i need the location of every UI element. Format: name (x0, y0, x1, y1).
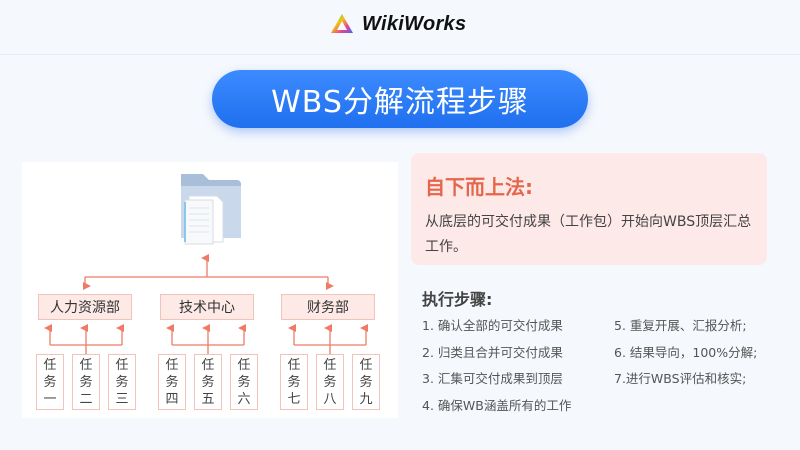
wbs-diagram: 人力资源部 技术中心 财务部 任务一任务二任务三任务四任务五任务六任务七任务八任… (22, 162, 398, 418)
task-char: 任 (359, 357, 373, 373)
task-box: 任务九 (352, 354, 380, 410)
step-item: 1. 确认全部的可交付成果 (422, 318, 563, 333)
task-char: 任 (115, 357, 129, 373)
step-item: 7.进行WBS评估和核实; (614, 371, 747, 386)
task-char: 八 (323, 391, 337, 407)
task-char: 任 (79, 357, 93, 373)
task-char: 务 (201, 374, 215, 390)
step-item: 3. 汇集可交付成果到顶层 (422, 371, 563, 386)
bottom-up-method-card: 自下而上法: 从底层的可交付成果（工作包）开始向WBS顶层汇总工作。 (411, 153, 767, 265)
dept-hr: 人力资源部 (38, 294, 132, 320)
task-char: 任 (287, 357, 301, 373)
task-char: 七 (287, 391, 301, 407)
step-item: 4. 确保WB涵盖所有的工作 (422, 398, 572, 413)
task-box: 任务二 (72, 354, 100, 410)
task-char: 四 (165, 391, 179, 407)
logo: WikiWorks (330, 12, 466, 36)
task-char: 任 (165, 357, 179, 373)
method-body: 从底层的可交付成果（工作包）开始向WBS顶层汇总工作。 (425, 214, 752, 255)
task-char: 务 (115, 374, 129, 390)
task-char: 务 (79, 374, 93, 390)
task-char: 务 (323, 374, 337, 390)
task-char: 三 (115, 391, 129, 407)
dept-finance: 财务部 (281, 294, 375, 320)
header-divider (0, 54, 800, 55)
task-char: 任 (201, 357, 215, 373)
task-box: 任务一 (36, 354, 64, 410)
task-char: 务 (287, 374, 301, 390)
task-box: 任务七 (280, 354, 308, 410)
folder-documents-icon (181, 174, 241, 245)
steps-heading: 执行步骤: (422, 290, 493, 309)
task-char: 任 (237, 357, 251, 373)
task-char: 一 (43, 391, 57, 407)
connector-arrows (44, 254, 368, 354)
task-char: 任 (323, 357, 337, 373)
task-char: 九 (359, 391, 373, 407)
page-title: WBS分解流程步骤 (212, 70, 588, 128)
step-item: 6. 结果导向，100%分解; (614, 345, 758, 360)
task-char: 任 (43, 357, 57, 373)
task-char: 务 (359, 374, 373, 390)
step-item: 2. 归类且合并可交付成果 (422, 345, 563, 360)
task-box: 任务六 (230, 354, 258, 410)
dept-tech: 技术中心 (160, 294, 254, 320)
step-item: 5. 重复开展、汇报分析; (614, 318, 747, 333)
task-box: 任务八 (316, 354, 344, 410)
task-char: 务 (43, 374, 57, 390)
method-title: 自下而上法: (425, 175, 533, 199)
wikiworks-logo-icon (331, 14, 353, 33)
task-char: 二 (79, 391, 93, 407)
task-char: 务 (237, 374, 251, 390)
task-box: 任务四 (158, 354, 186, 410)
task-char: 五 (201, 391, 215, 407)
task-box: 任务五 (194, 354, 222, 410)
logo-text: WikiWorks (362, 12, 467, 35)
task-char: 务 (165, 374, 179, 390)
task-char: 六 (237, 391, 251, 407)
task-box: 任务三 (108, 354, 136, 410)
